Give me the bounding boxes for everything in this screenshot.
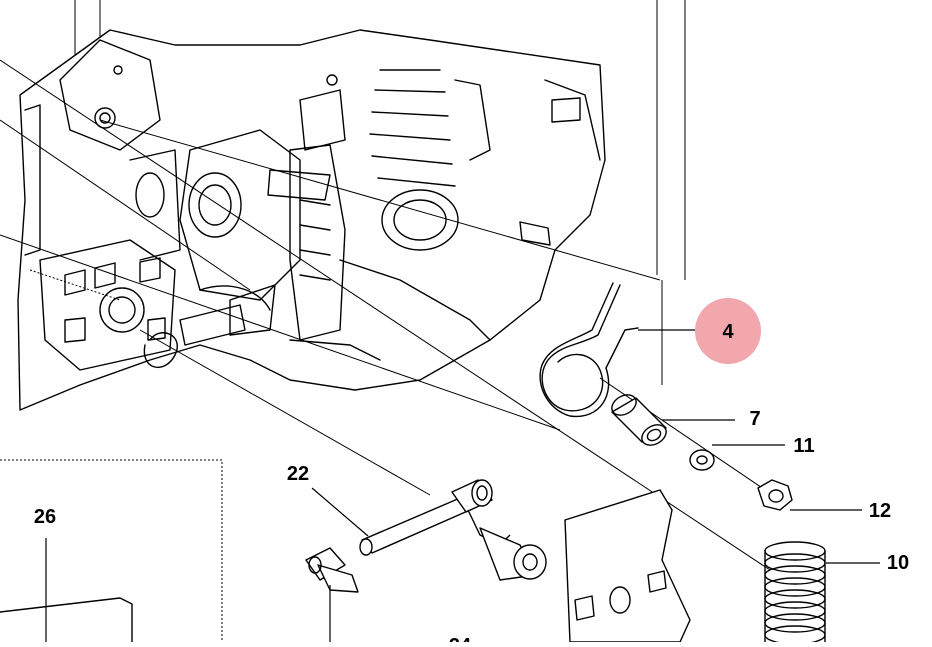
pin-part-22	[305, 479, 547, 593]
part-26-outline	[0, 459, 223, 643]
nut-part-12	[757, 479, 793, 511]
guide-plate	[564, 489, 691, 643]
assembly-axes	[0, 59, 781, 571]
callout-26[interactable]: 26	[34, 506, 56, 528]
callout-12[interactable]: 12	[869, 500, 891, 522]
callout-10[interactable]: 10	[887, 552, 909, 574]
callout-11[interactable]: 11	[793, 435, 814, 457]
callout-4[interactable]: 4	[722, 321, 734, 343]
coil-spring-part-10	[764, 541, 826, 645]
callout-4-highlight[interactable]	[695, 298, 761, 364]
crankcase-housing	[17, 29, 606, 411]
spring-part-4	[539, 282, 639, 418]
washer-part-11	[689, 449, 715, 471]
callout-7[interactable]: 7	[749, 408, 760, 430]
callout-24[interactable]: 24	[449, 635, 472, 647]
sleeve-part-7	[611, 394, 667, 446]
callout-22[interactable]: 22	[287, 463, 309, 485]
leader-lines	[45, 329, 880, 642]
